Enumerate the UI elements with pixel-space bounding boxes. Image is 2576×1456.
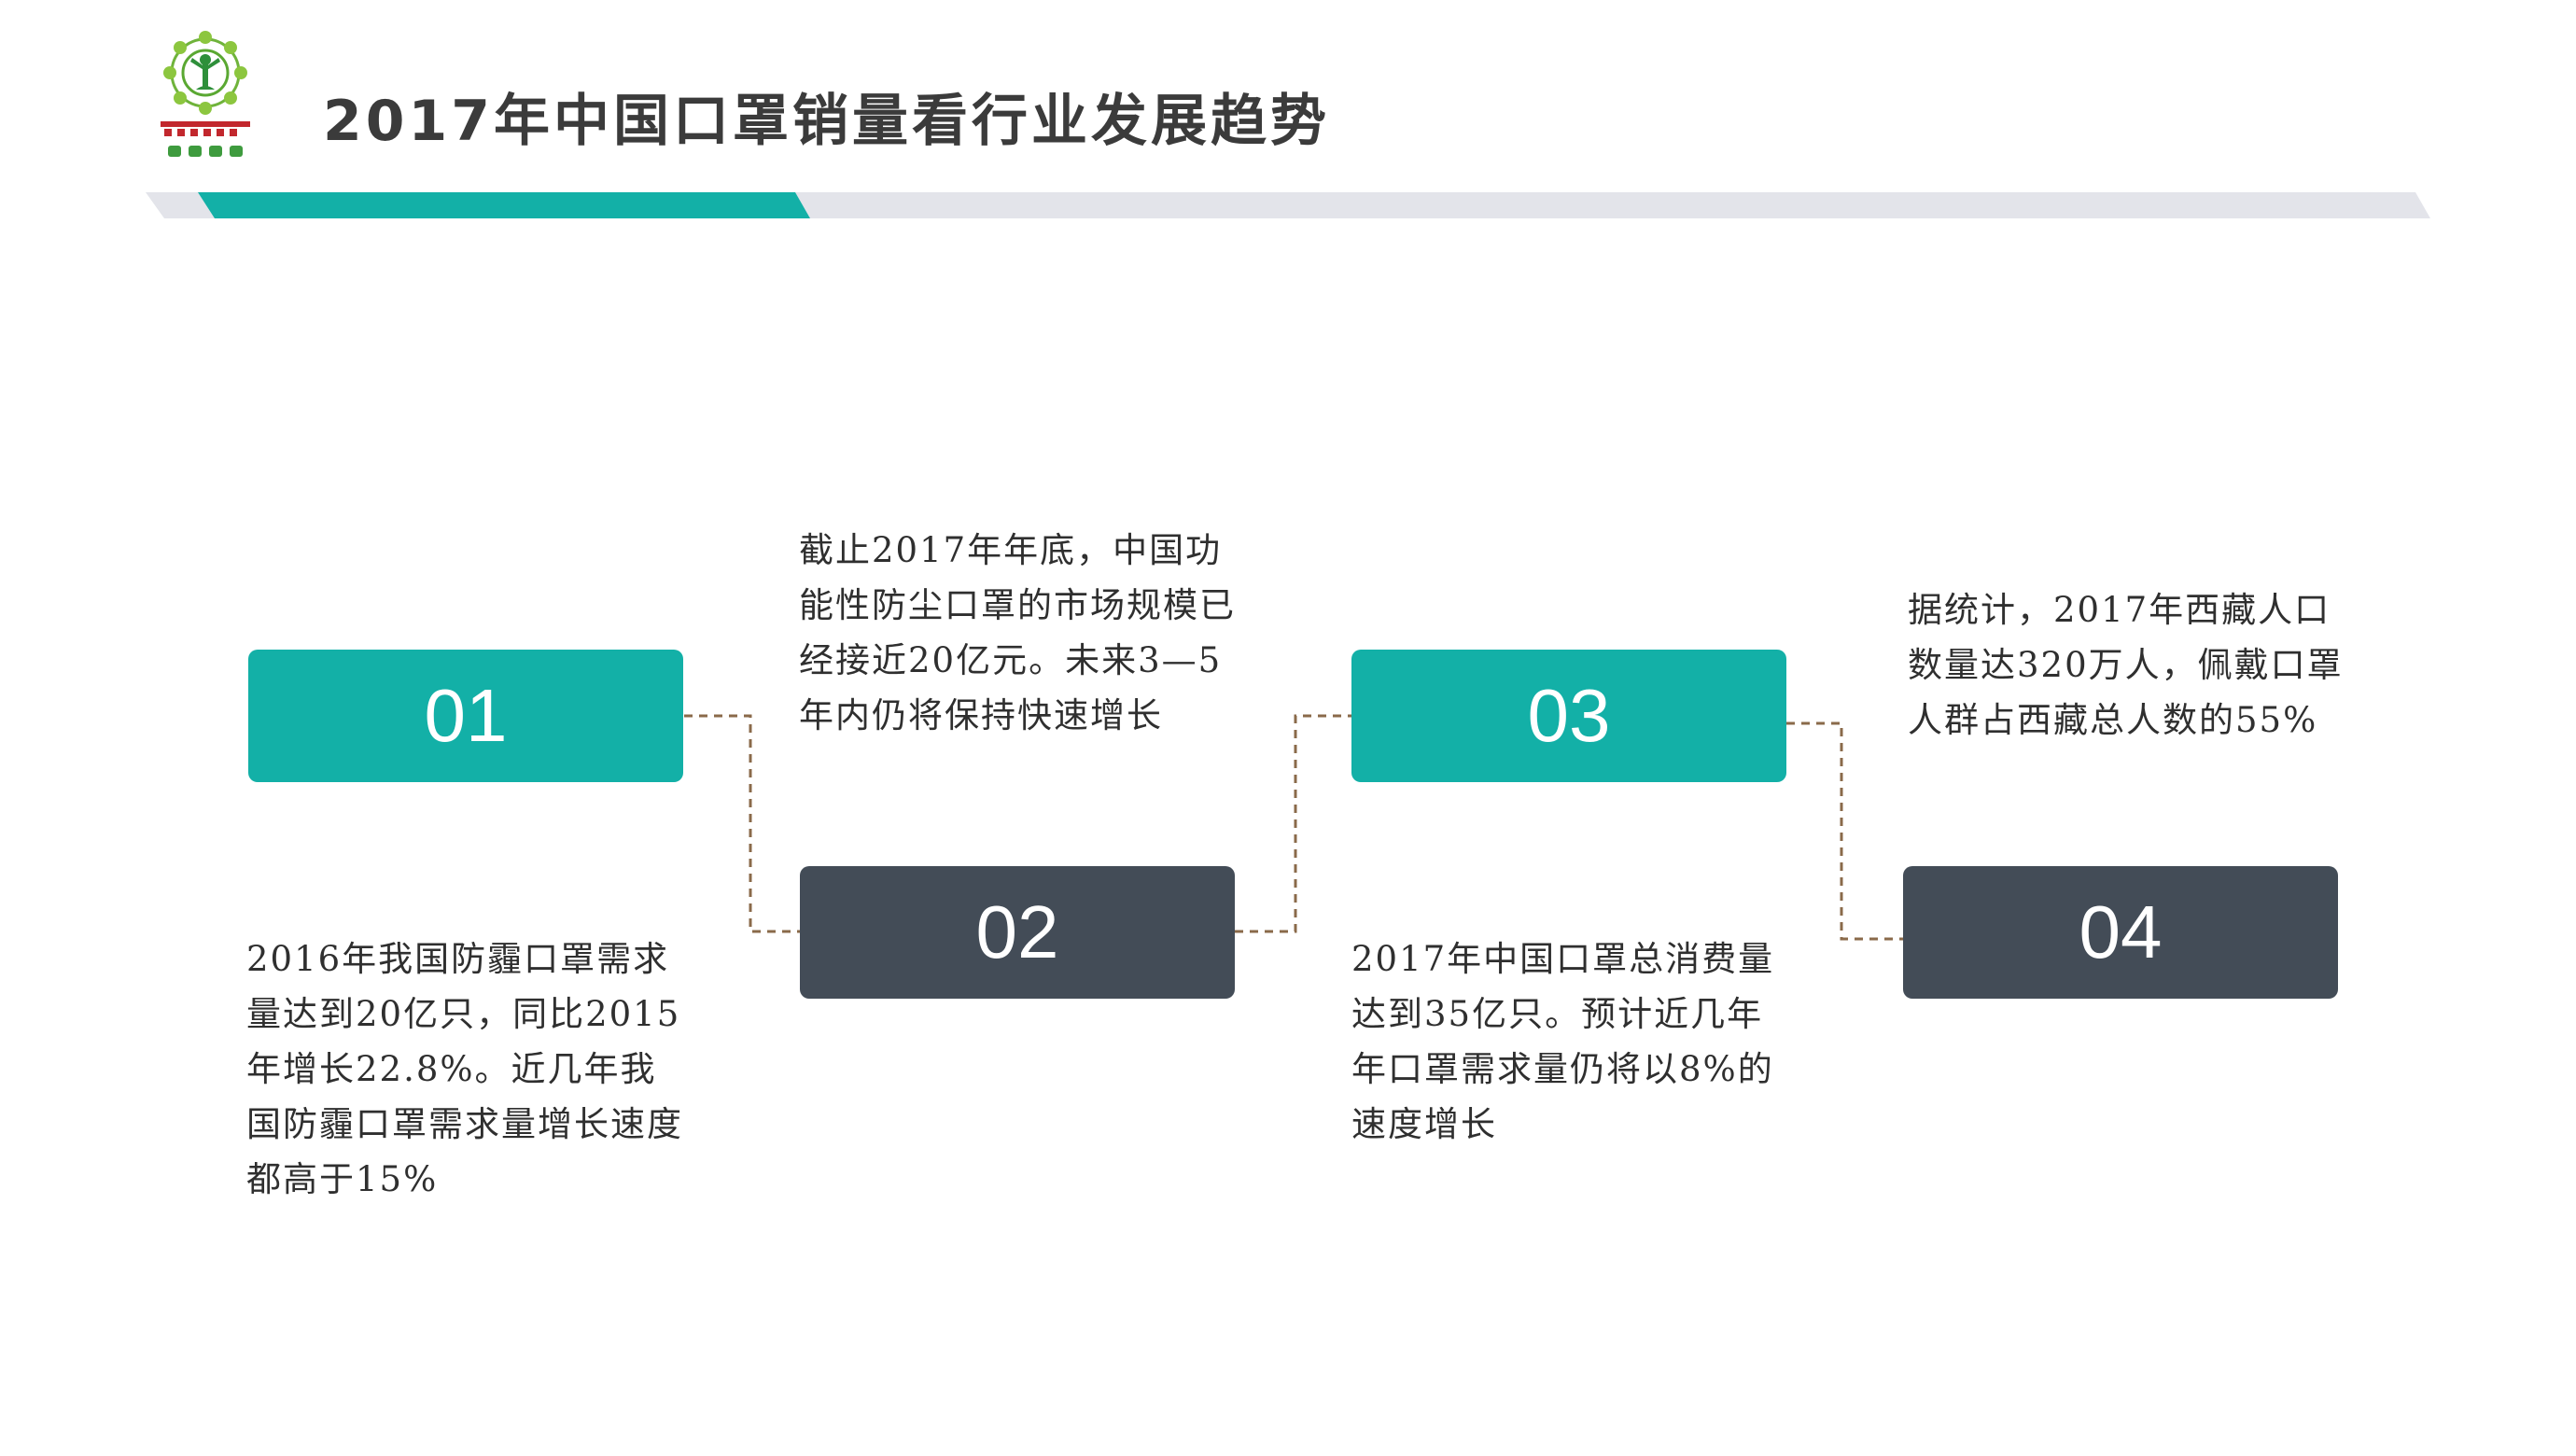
step-description-03: 2017年中国口罩总消费量达到35亿只。预计近几年年口罩需求量仍将以8%的速度增… — [1351, 939, 1775, 1144]
step-description-02: 截止2017年年底，中国功能性防尘口罩的市场规模已经接近20亿元。未来3—5年内… — [799, 530, 1236, 735]
step-description-01: 2016年我国防霾口罩需求量达到20亿只，同比2015年增长22.8%。近几年我… — [246, 939, 683, 1199]
page-title: 2017年中国口罩销量看行业发展趋势 — [323, 89, 1330, 154]
step-box-02: 02 — [800, 866, 1235, 999]
tree-of-life-logo-icon — [161, 31, 250, 157]
step-box-04: 04 — [1903, 866, 2338, 999]
connector-03-04 — [1786, 721, 1903, 941]
step-box-01: 01 — [248, 650, 683, 782]
step-description-04: 据统计，2017年西藏人口数量达320万人，佩戴口罩人群占西藏总人数的55% — [1908, 590, 2344, 740]
connector-01-02 — [684, 714, 800, 933]
step-box-03: 03 — [1351, 650, 1786, 782]
connector-02-03 — [1235, 714, 1351, 933]
header-underline-bar — [146, 192, 2430, 218]
